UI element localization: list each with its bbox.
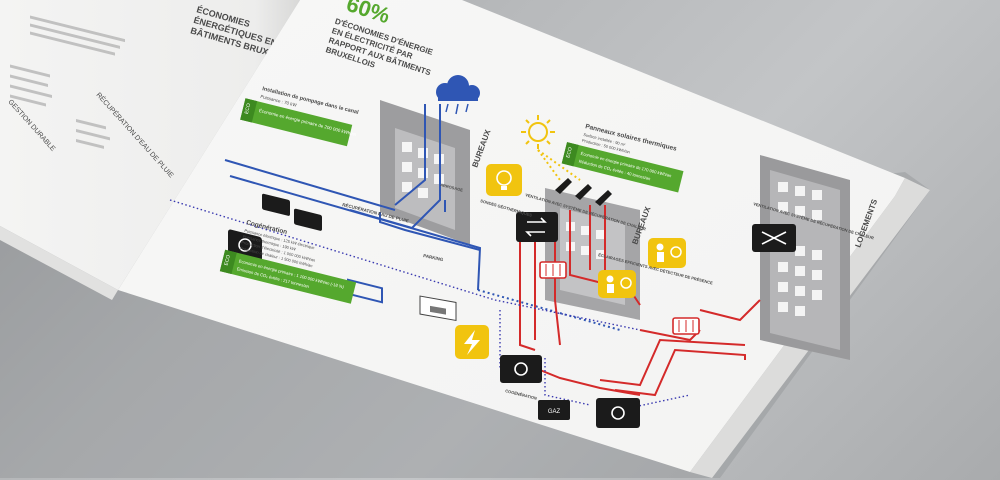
radiator-2 xyxy=(672,317,700,335)
energy-diagram: BUREAUX BUREAUX xyxy=(169,75,879,428)
solar-eco: ECO xyxy=(565,146,573,158)
parking-box: PARKING xyxy=(419,253,457,321)
dotted-network xyxy=(169,199,691,411)
arrosage-label: ARROSAGE xyxy=(440,182,464,193)
cogeneration-unit xyxy=(500,355,542,383)
radiator-1 xyxy=(539,261,567,279)
ventilation-unit-logements xyxy=(752,224,796,252)
rain-cloud-icon xyxy=(436,75,480,115)
ventilation-unit-bureaux xyxy=(516,212,558,242)
presence-tile-2 xyxy=(598,270,636,298)
lightbulb-tile xyxy=(486,164,522,196)
gas-unit: GAZ xyxy=(538,400,570,420)
solar-panels xyxy=(555,178,612,206)
lightning-tile xyxy=(455,325,489,359)
pumps xyxy=(262,193,322,231)
cogen-eco: ECO xyxy=(223,254,231,266)
presence-tile-1 xyxy=(648,238,686,268)
gaz-label: GAZ xyxy=(548,409,561,415)
sun-icon xyxy=(521,115,581,181)
canal-eco: ECO xyxy=(244,103,252,115)
parking-label: PARKING xyxy=(423,253,444,262)
water-network xyxy=(224,104,621,331)
boiler-unit xyxy=(596,398,640,428)
